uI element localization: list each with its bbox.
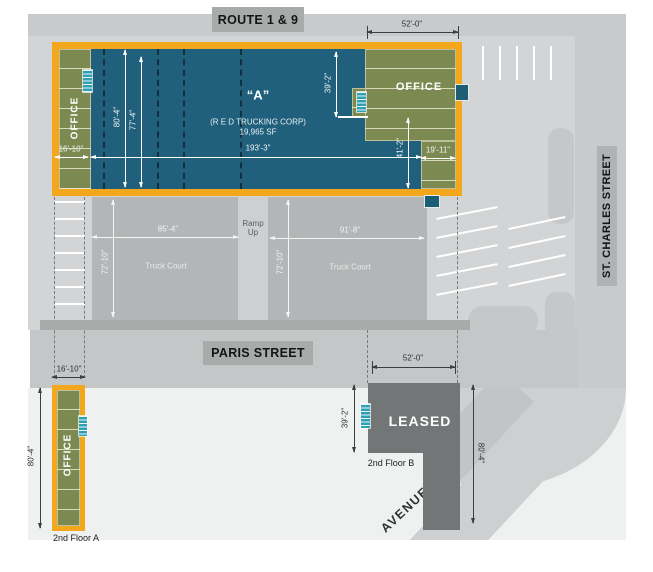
parking-stripe [516,46,518,80]
dim-tick [372,361,373,374]
dim-leased-depth-right-label: 80'-4" [476,442,486,464]
dim-right-wing-width [420,155,456,160]
stairs-icon [357,92,366,112]
leased-caption: 2nd Floor B [367,458,415,468]
column-line [157,49,159,189]
dim-length [90,154,422,159]
parking-stripe [482,46,484,80]
column-line [183,49,185,189]
dim-tick [367,26,368,39]
dim-leased-depth-left [351,384,356,453]
dim-tick [455,361,456,374]
dim-leased-width-label: 52'-0" [402,353,424,363]
dim-top-right-width-label: 52'-0" [401,19,423,29]
parking-island [548,128,574,224]
dim-top-right-width [366,29,459,34]
truck-court-left-label: Truck Court [145,261,187,271]
column-line [103,49,105,189]
building-a-tenant: (R E D TRUCKING CORP) [210,117,306,127]
parking-stripe [55,286,85,288]
column-line [240,49,242,189]
annex-a-caption: 2nd Floor A [52,533,100,543]
truck-court-left [92,197,238,320]
dim-office-left-width-label: 16'-10" [58,144,84,154]
dim-depth-clear-label: 77'-4" [128,109,138,131]
dim-court-right-width [269,235,425,240]
projection-line-left-b [84,197,85,378]
parking-stripe [55,218,85,220]
dim-court-left-depth [110,199,115,318]
route-1-9-badge: ROUTE 1 & 9 [212,7,304,32]
parking-stripe [550,46,552,80]
projection-line-right-b [367,330,368,383]
paris-street-badge: PARIS STREET [203,341,313,365]
dim-depth-clear [138,56,143,188]
parking-stripe [533,46,535,80]
dim-right-wing-depth [405,117,410,189]
annex-a-office-label: OFFICE [62,433,74,477]
dock-apron-strip [40,320,470,330]
parking-stripe [55,235,85,237]
building-a-area: 19,965 SF [239,127,277,137]
dim-annex-width [51,374,86,379]
dim-court-left-width-label: 85'-4" [157,224,179,234]
dim-office-right-depth [333,51,338,118]
route-1-9-label: ROUTE 1 & 9 [217,12,299,27]
parking-stripe [55,201,85,203]
dim-right-wing-depth-label: 41'-2" [395,137,405,159]
stairs-icon [79,416,87,436]
truck-court-right-label: Truck Court [329,262,371,272]
dim-office-right-depth-label: 39'-2" [323,72,333,94]
dim-court-right-width-label: 91'-8" [339,225,361,235]
dim-leased-depth-left-label: 39'-2" [340,407,350,429]
dock-tab [456,85,468,100]
dim-right-wing-width-label: 19'-11" [425,145,451,155]
st-charles-street-label: ST. CHARLES STREET [601,154,613,278]
dim-length-label: 193'-3" [245,143,271,153]
lower-block: AVENUE L [28,388,626,540]
dim-tick [338,116,368,118]
route-1-9-road [28,14,626,36]
leased-building-main [368,383,460,453]
office-right-label: OFFICE [395,81,443,93]
building-a-office-left [59,49,91,189]
dim-leased-width [371,364,456,369]
parking-stripe [55,303,85,305]
dim-annex-depth [37,387,42,529]
ramp-strip [238,197,268,320]
building-a-name: “A” [246,87,270,103]
paris-street-label: PARIS STREET [211,346,305,360]
dim-annex-width-label: 16'-10" [56,364,82,374]
dim-tick [458,26,459,39]
dim-court-left-depth-label: 72'-10" [100,249,110,275]
projection-line-left-a [54,197,55,378]
dim-depth-full-label: 80'-4" [112,106,122,128]
projection-line-right-a [457,197,458,383]
dim-leased-depth-right [470,384,475,524]
dim-court-right-depth [285,199,290,318]
parking-island [545,292,575,340]
parking-stripe [55,269,85,271]
office-left-label: OFFICE [69,96,81,140]
dim-court-right-depth-label: 72'-10" [275,249,285,275]
parking-stripe [499,46,501,80]
leased-label: LEASED [388,413,452,429]
dock-tab [425,196,439,207]
leased-building-leg [423,453,460,530]
dim-court-left-width [91,234,239,239]
parking-island [468,306,538,336]
dim-depth-full [122,49,127,188]
ramp-up-label: Ramp Up [242,218,264,237]
building-a-office-right [365,49,456,141]
building-a-office-right-wing [421,141,456,189]
st-charles-street-badge: ST. CHARLES STREET [597,146,617,286]
parking-stripe [55,252,85,254]
stairs-icon [361,404,370,428]
dim-office-left-width [54,154,89,159]
annex-a-building [52,385,85,531]
dim-annex-depth-label: 80'-4" [26,445,36,467]
truck-court-right [268,197,427,320]
stairs-icon [83,70,92,92]
